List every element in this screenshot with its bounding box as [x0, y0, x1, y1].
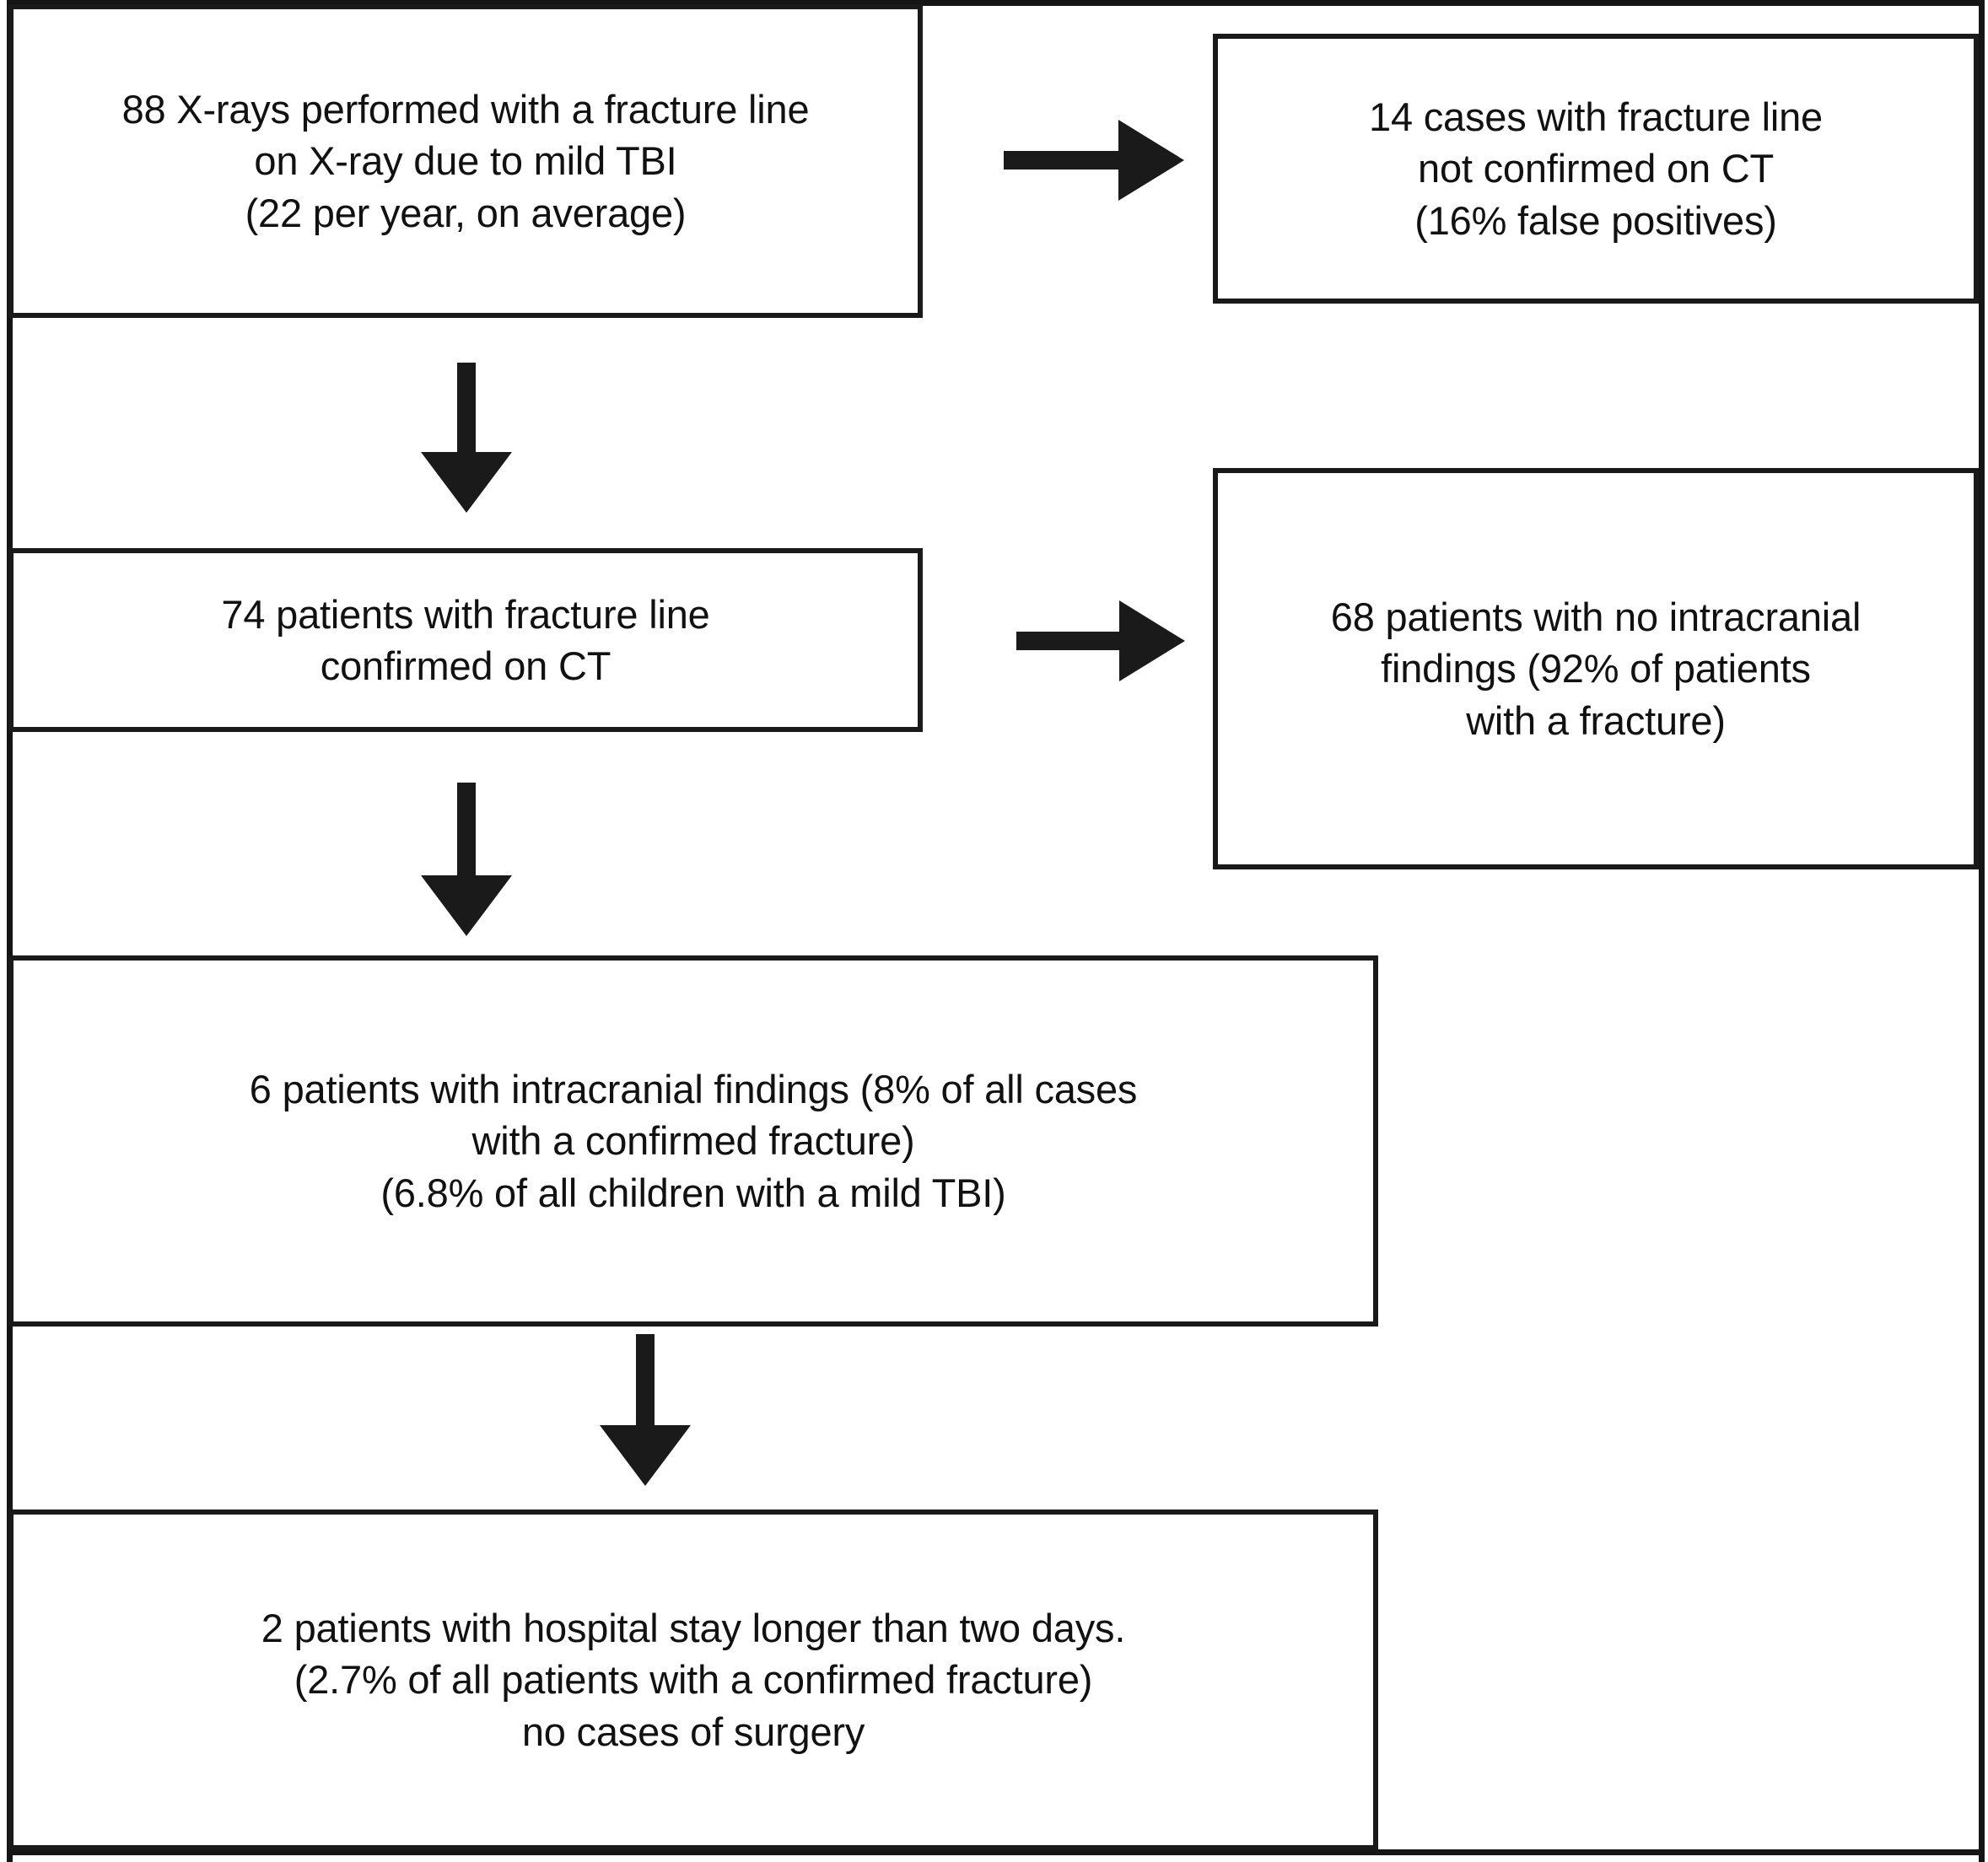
- arrow-head: [421, 452, 512, 513]
- arrow-shaft: [457, 783, 476, 884]
- arrow-head: [1119, 600, 1185, 681]
- arrow-down-icon-confirmed-to-intracranial: [420, 783, 513, 936]
- flowchart-node-patients-long-hospital-stay: 2 patients with hospital stay longer tha…: [8, 1510, 1378, 1850]
- arrow-down-icon-intracranial-to-hospital-stay: [599, 1334, 692, 1486]
- node-label-patients-with-intracranial-findings: 6 patients with intracranial findings (8…: [249, 1067, 1138, 1215]
- flowchart-node-patients-confirmed-on-ct: 74 patients with fracture line confirmed…: [8, 548, 923, 732]
- flowchart-node-xrays-performed: 88 X-rays performed with a fracture line…: [8, 4, 923, 318]
- arrow-right-icon-confirmed-to-no-findings: [1016, 599, 1185, 683]
- arrow-head: [1118, 120, 1184, 201]
- node-label-xrays-performed: 88 X-rays performed with a fracture line…: [121, 87, 810, 235]
- node-label-patients-confirmed-on-ct: 74 patients with fracture line confirmed…: [221, 591, 710, 688]
- arrow-shaft: [457, 363, 476, 462]
- page-frame-top-line: [7, 0, 1985, 6]
- arrow-shaft: [1004, 151, 1130, 170]
- arrow-right-icon-xrays-to-not-confirmed: [1004, 118, 1184, 202]
- node-label-patients-no-intracranial-findings: 68 patients with no intracranial finding…: [1330, 595, 1861, 743]
- page-frame-bottom-line: [7, 1849, 1985, 1855]
- arrow-shaft: [1016, 632, 1131, 650]
- page-frame-right-line: [1979, 0, 1985, 1862]
- arrow-down-icon-xrays-to-confirmed: [420, 363, 513, 513]
- arrow-head: [600, 1425, 691, 1486]
- flowchart-node-patients-no-intracranial-findings: 68 patients with no intracranial finding…: [1213, 468, 1979, 869]
- page-frame-left-line: [7, 0, 13, 1862]
- arrow-head: [421, 875, 512, 936]
- arrow-shaft: [636, 1334, 655, 1434]
- flowchart-node-patients-with-intracranial-findings: 6 patients with intracranial findings (8…: [8, 955, 1378, 1327]
- node-label-patients-long-hospital-stay: 2 patients with hospital stay longer tha…: [261, 1606, 1126, 1754]
- flowchart-node-cases-not-confirmed-on-ct: 14 cases with fracture line not confirme…: [1213, 34, 1979, 304]
- node-label-cases-not-confirmed-on-ct: 14 cases with fracture line not confirme…: [1369, 94, 1823, 243]
